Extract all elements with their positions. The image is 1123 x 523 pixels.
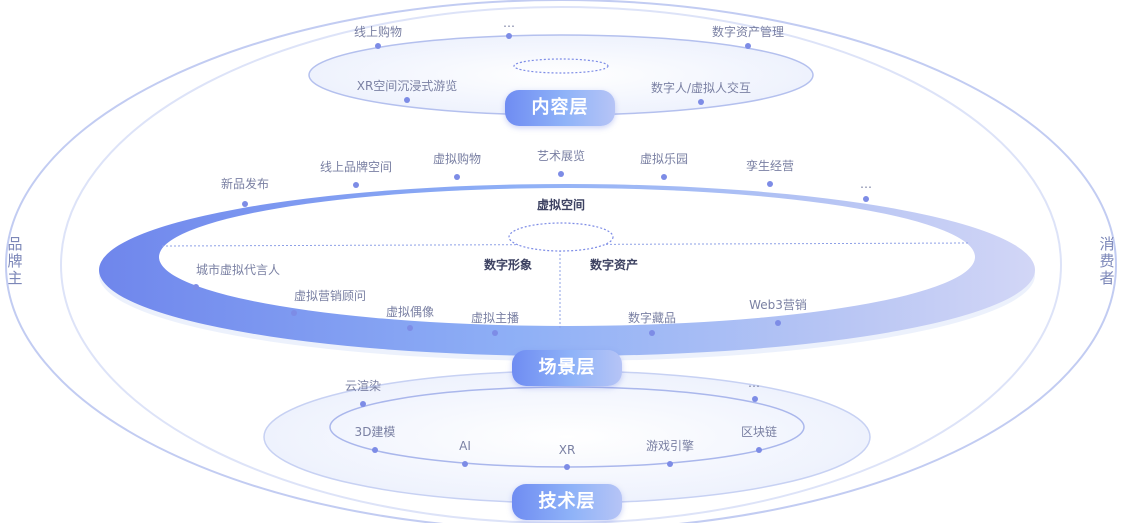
scene-item-virtual-park: 虚拟乐园	[639, 152, 689, 166]
tech-item-3d-modeling: 3D建模	[354, 425, 396, 439]
content-layer-badge: 内容层	[505, 90, 615, 126]
scene-item-virtual-streamer: 虚拟主播	[470, 311, 520, 325]
side-label-brand-owner: 品牌主	[7, 235, 23, 287]
content-item-marker	[745, 43, 751, 49]
scene-item-marker	[649, 330, 655, 336]
scene-layer-disc	[159, 188, 975, 326]
tech-item-marker	[372, 447, 378, 453]
scene-center-title: 虚拟空间	[536, 198, 586, 212]
scene-item-marker	[291, 310, 297, 316]
scene-item-marker	[407, 325, 413, 331]
scene-item-marker	[661, 174, 667, 180]
content-item-digital-human-interaction: 数字人/虚拟人交互	[650, 81, 752, 95]
content-item-xr-immersive-tour: XR空间沉浸式游览	[356, 79, 458, 93]
scene-layer-core	[508, 222, 614, 252]
content-item-marker	[375, 43, 381, 49]
content-item-online-shopping: 线上购物	[353, 25, 403, 39]
tech-item-more: …	[748, 376, 760, 390]
tech-item-marker	[756, 447, 762, 453]
scene-item-online-brand-space: 线上品牌空间	[319, 160, 393, 174]
scene-item-art-exhibition: 艺术展览	[536, 149, 586, 163]
scene-item-web3-marketing: Web3营销	[749, 298, 807, 312]
content-item-more: …	[503, 16, 515, 30]
scene-item-more: …	[860, 177, 872, 191]
tech-item-marker	[752, 396, 758, 402]
scene-item-digital-twin-operation: 孪生经营	[745, 159, 795, 173]
scene-item-marker	[767, 181, 773, 187]
tech-item-marker	[360, 401, 366, 407]
scene-right-title: 数字资产	[589, 258, 639, 272]
scene-item-virtual-shopping: 虚拟购物	[432, 152, 482, 166]
content-item-marker	[506, 33, 512, 39]
scene-item-virtual-marketing-advisor: 虚拟营销顾问	[293, 289, 367, 303]
scene-item-marker	[353, 182, 359, 188]
scene-layer-badge: 场景层	[512, 350, 622, 386]
scene-item-marker	[454, 174, 460, 180]
scene-item-city-ambassador: 城市虚拟代言人	[195, 263, 281, 277]
scene-item-marker	[558, 171, 564, 177]
scene-item-new-product-launch: 新品发布	[220, 177, 270, 191]
scene-item-marker	[492, 330, 498, 336]
side-label-consumer: 消费者	[1099, 235, 1115, 287]
outer-envelope-outer	[5, 0, 1117, 523]
scene-item-marker	[193, 284, 199, 290]
outer-envelope-inner	[60, 6, 1062, 523]
tech-item-marker	[564, 464, 570, 470]
scene-item-marker	[242, 201, 248, 207]
tech-item-game-engine: 游戏引擎	[645, 439, 695, 453]
tech-item-marker	[462, 461, 468, 467]
content-layer-core	[513, 58, 609, 74]
tech-item-xr: XR	[558, 443, 576, 457]
tech-item-marker	[667, 461, 673, 467]
tech-item-ai: AI	[459, 439, 471, 453]
tech-item-blockchain: 区块链	[740, 425, 778, 439]
content-item-marker	[404, 97, 410, 103]
scene-item-virtual-idol: 虚拟偶像	[385, 305, 435, 319]
scene-item-marker	[863, 196, 869, 202]
tech-item-cloud-rendering: 云渲染	[344, 379, 382, 393]
content-item-digital-asset-management: 数字资产管理	[711, 25, 785, 39]
content-item-marker	[698, 99, 704, 105]
scene-item-digital-collectibles: 数字藏品	[627, 311, 677, 325]
scene-left-title: 数字形象	[483, 258, 533, 272]
scene-item-marker	[775, 320, 781, 326]
tech-layer-badge: 技术层	[512, 484, 622, 520]
